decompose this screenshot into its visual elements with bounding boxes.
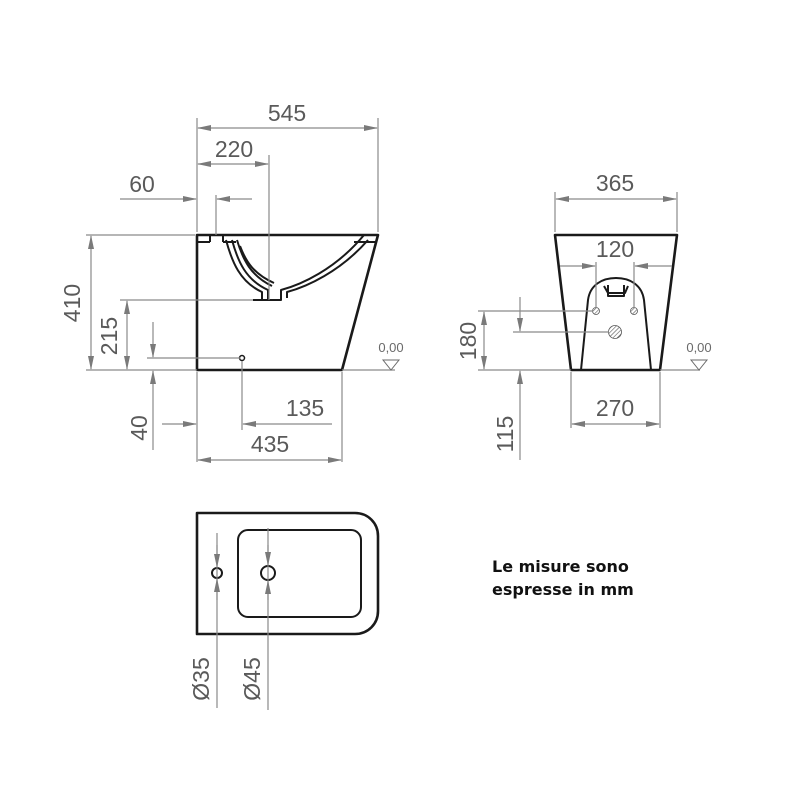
dim-40: 40: [126, 415, 152, 441]
top-view: Ø35 Ø45: [188, 511, 380, 710]
dim-410: 410: [59, 284, 85, 322]
dim-365: 365: [596, 170, 634, 196]
top-body-outline: [195, 511, 380, 636]
back-fixing-hole-left: [592, 307, 600, 315]
units-note-line-2: espresse in mm: [492, 580, 634, 599]
side-floor-level-label: 0,00: [378, 340, 403, 355]
side-body-outline: [195, 233, 380, 372]
dim-135: 135: [286, 395, 324, 421]
floor-level-triangle-icon: [381, 359, 401, 371]
units-note-line-1: Le misure sono: [492, 557, 629, 576]
dim-120: 120: [596, 236, 634, 262]
side-view: 545 220 60 410 215 40 135 435 0,00: [59, 100, 404, 463]
dim-115: 115: [492, 416, 518, 453]
back-waste-hole: [608, 325, 622, 339]
back-inner-arch: [580, 277, 652, 371]
dim-215: 215: [96, 317, 122, 355]
back-floor-level-label: 0,00: [686, 340, 711, 355]
units-note: Le misure sono espresse in mm: [492, 555, 634, 601]
dim-435: 435: [251, 431, 289, 457]
dim-diameter-35: Ø35: [188, 657, 214, 700]
dim-545: 545: [268, 100, 306, 126]
dim-60: 60: [129, 171, 155, 197]
floor-level-triangle-icon: [689, 359, 709, 371]
dim-180: 180: [455, 322, 481, 360]
side-bowl-profile: [253, 234, 365, 301]
dim-220: 220: [215, 136, 253, 162]
dim-270: 270: [596, 395, 634, 421]
dim-diameter-45: Ø45: [239, 657, 265, 700]
back-view: 365 120 180 115 270 0,00: [455, 170, 712, 460]
top-bowl-outline: [237, 529, 362, 618]
back-fixing-hole-right: [630, 307, 638, 315]
side-inlet-point: [238, 354, 246, 362]
